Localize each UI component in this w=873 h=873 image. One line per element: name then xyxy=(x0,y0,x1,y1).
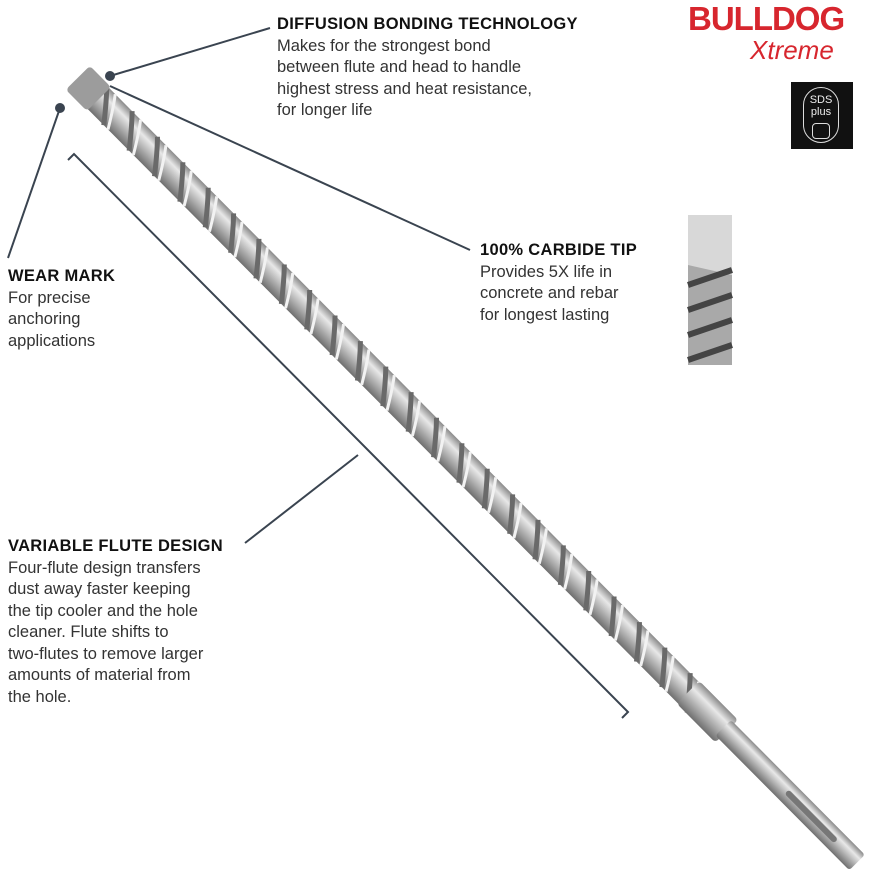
callout-text: between flute and head to handle xyxy=(277,58,522,76)
flute-groove xyxy=(126,111,135,152)
flute-groove xyxy=(532,519,541,560)
flute-groove xyxy=(456,443,465,484)
carbide-tip-closeup xyxy=(687,215,733,365)
flute-highlight xyxy=(613,604,625,641)
callout-text: highest stress and heat resistance, xyxy=(277,79,532,98)
leader-lines xyxy=(7,27,630,719)
flute-highlight xyxy=(334,323,345,360)
sds-plus-badge: SDS plus xyxy=(791,82,853,149)
callout-text: two-flutes to remove larger xyxy=(8,644,204,663)
flute-groove xyxy=(253,238,262,279)
callout-text: amounts of material from xyxy=(8,666,191,684)
callout-text: for longer life xyxy=(277,101,373,119)
flute-highlight xyxy=(588,579,599,616)
callout-title: DIFFUSION BONDING TECHNOLOGY xyxy=(277,15,578,33)
callout-carbide-tip: 100% CARBIDE TIP Provides 5X life in con… xyxy=(480,240,637,326)
flute-groove xyxy=(278,264,287,305)
sds-shank-icon xyxy=(812,123,830,139)
flute-highlight xyxy=(106,93,117,130)
flute-groove xyxy=(380,366,389,407)
logo-text: BULLDOG xyxy=(688,0,845,37)
callout-diffusion-bonding: DIFFUSION BONDING TECHNOLOGY Makes for t… xyxy=(277,14,578,122)
callout-title: VARIABLE FLUTE DESIGN xyxy=(8,537,223,555)
flute-groove xyxy=(557,545,566,586)
badge-text: SDS xyxy=(809,94,833,106)
leader-dot xyxy=(105,71,115,81)
bulldog-xtreme-logo: BULLDOG Xtreme xyxy=(688,2,858,70)
flute-groove xyxy=(329,315,338,356)
flute-highlight xyxy=(512,502,523,539)
flute-groove xyxy=(507,494,516,535)
callout-text: the hole. xyxy=(8,687,72,706)
callout-text: Makes for the strongest bond xyxy=(277,36,491,55)
carbide-tip xyxy=(67,67,110,110)
flute-groove xyxy=(177,162,186,203)
callout-title: WEAR MARK xyxy=(8,267,116,285)
flute-groove xyxy=(583,570,592,611)
callout-text: dust away faster keeping xyxy=(8,580,191,598)
shank-groove xyxy=(785,790,837,843)
flute-highlight xyxy=(182,170,193,207)
flute-groove xyxy=(202,187,211,228)
flute-highlight xyxy=(208,196,219,233)
callout-text: Four-flute design transfers xyxy=(8,558,201,577)
flute-groove xyxy=(659,647,668,688)
flute-highlight xyxy=(385,374,396,411)
flute-highlight xyxy=(157,145,168,181)
drill-bit xyxy=(67,67,864,870)
logo-subtext: Xtreme xyxy=(750,35,834,65)
callout-text: anchoring xyxy=(8,310,81,328)
flute-highlight xyxy=(664,655,675,692)
callout-text: For precise xyxy=(8,288,91,307)
callout-text: applications xyxy=(8,331,96,350)
callout-text: cleaner. Flute shifts to xyxy=(8,623,169,641)
callout-text: for longest lasting xyxy=(480,305,610,324)
flute-highlight xyxy=(487,477,498,514)
flute-highlight xyxy=(309,298,320,335)
callout-text: Provides 5X life in xyxy=(480,262,613,281)
callout-text: concrete and rebar xyxy=(480,284,619,302)
callout-wear-mark: WEAR MARK For precise anchoring applicat… xyxy=(8,266,115,352)
flute-highlight xyxy=(537,528,548,565)
flute-highlight xyxy=(461,451,472,488)
badge-text: plus xyxy=(810,106,832,118)
drill-collar xyxy=(678,682,737,741)
drill-flutes xyxy=(101,85,701,718)
flute-groove xyxy=(633,622,642,662)
callout-variable-flute: VARIABLE FLUTE DESIGN Four-flute design … xyxy=(8,536,223,708)
flute-highlight xyxy=(360,349,371,386)
flute-groove xyxy=(304,289,313,330)
flute-groove xyxy=(354,341,363,381)
flute-groove xyxy=(405,392,414,433)
leader-dot xyxy=(55,103,65,113)
flute-highlight xyxy=(639,630,650,667)
flute-highlight xyxy=(233,221,244,258)
flute-groove xyxy=(431,417,440,458)
flute-groove xyxy=(608,596,617,637)
flute-groove xyxy=(228,213,237,254)
flute-highlight xyxy=(131,119,143,156)
flute-highlight xyxy=(410,400,422,437)
flute-highlight xyxy=(258,247,269,284)
callout-title: 100% CARBIDE TIP xyxy=(480,241,638,259)
flute-groove xyxy=(152,136,160,177)
flute-groove xyxy=(481,468,490,509)
callout-text: the tip cooler and the hole xyxy=(8,601,198,620)
flute-highlight xyxy=(563,553,574,590)
flute-highlight xyxy=(284,272,295,309)
flute-highlight xyxy=(436,426,447,462)
